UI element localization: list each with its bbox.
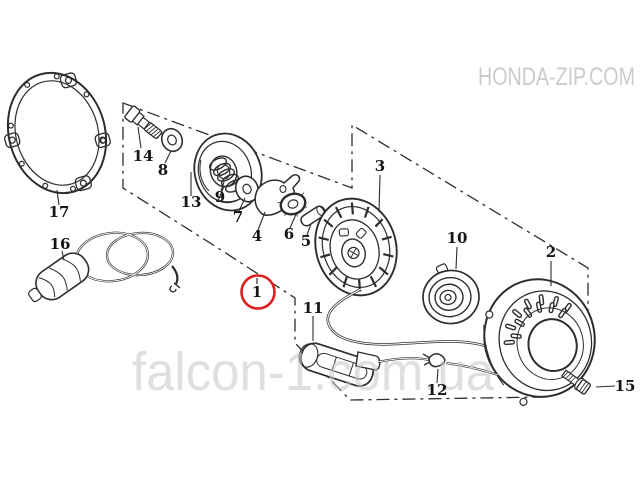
part-label-12: 12 <box>427 381 448 399</box>
part-6-bushing <box>277 192 308 217</box>
part-5-pin <box>300 205 326 227</box>
part-label-6: 6 <box>284 225 294 243</box>
assembly-boundary-line <box>122 102 589 401</box>
part-label-17: 17 <box>49 203 70 221</box>
part-label-8: 8 <box>158 161 168 179</box>
part-2-starter-cover <box>483 278 596 406</box>
part-label-9: 9 <box>215 188 225 206</box>
part-15-bolt <box>561 369 592 395</box>
part-17-ring <box>4 71 111 195</box>
part-label-4: 4 <box>252 227 262 245</box>
part-label-3: 3 <box>375 157 385 175</box>
leader-lines <box>56 126 616 388</box>
highlight-circle-part-1 <box>240 274 276 310</box>
part-12-rope-knot <box>377 353 499 377</box>
part-label-13: 13 <box>181 193 202 211</box>
handle-ferrule <box>355 351 381 371</box>
part-10-spiral-spring <box>422 263 480 325</box>
part-label-10: 10 <box>447 229 468 247</box>
part-7-washer <box>234 175 260 203</box>
part-label-1: 1 <box>252 283 262 301</box>
part-label-15: 15 <box>615 377 636 395</box>
part-label-7: 7 <box>233 208 243 226</box>
part-8-washer <box>160 127 184 153</box>
part-label-11: 11 <box>303 299 324 317</box>
watermark-falcon: falcon-1.com.ua <box>132 342 495 402</box>
part-label-5: 5 <box>301 232 311 250</box>
part-label-16: 16 <box>50 235 71 253</box>
part-label-14: 14 <box>133 147 154 165</box>
part-16-rope-grip <box>28 231 181 303</box>
part-3-starter-wheel <box>314 197 398 297</box>
part-label-2: 2 <box>546 243 556 261</box>
part-14-bolt <box>124 105 164 140</box>
part-11-handle <box>298 342 375 387</box>
part-9-spring <box>209 157 243 193</box>
watermark-honda-zip: HONDA-ZIP.COM <box>478 63 635 91</box>
